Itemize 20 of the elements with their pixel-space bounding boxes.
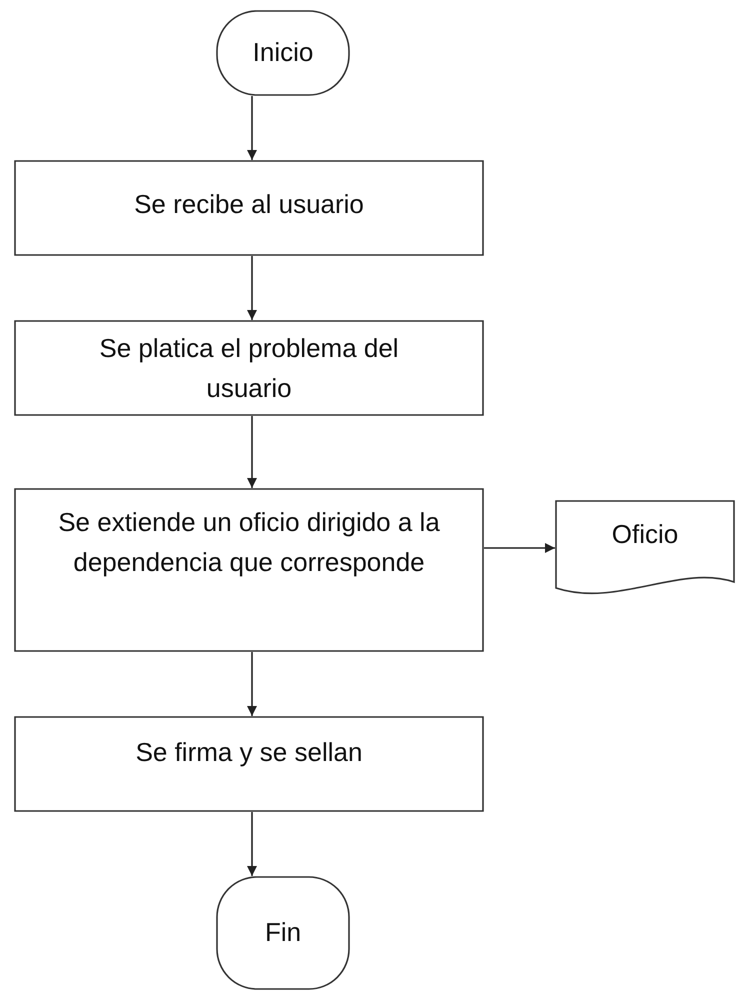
step-label: Se firma y se sellan	[134, 736, 364, 769]
step-label: Se platica el problema del usuario	[98, 332, 400, 405]
step-label: Fin	[264, 916, 302, 949]
process-box	[14, 488, 484, 652]
arrow	[247, 812, 257, 876]
step-label: Se extiende un oficio dirigido a la dependencia que corresponde	[57, 506, 441, 579]
process-box	[14, 320, 484, 416]
step-label: Se recibe al usuario	[133, 188, 365, 221]
document-shape	[555, 500, 735, 596]
arrow	[484, 543, 555, 553]
arrow	[247, 96, 257, 160]
arrow	[247, 652, 257, 716]
step-label: Oficio	[610, 518, 680, 551]
process-box	[14, 160, 484, 256]
arrow	[247, 256, 257, 320]
arrow	[247, 416, 257, 488]
process-box	[14, 716, 484, 812]
step-label: Inicio	[252, 36, 314, 69]
terminator-shape	[216, 10, 350, 96]
terminator-shape	[216, 876, 350, 990]
